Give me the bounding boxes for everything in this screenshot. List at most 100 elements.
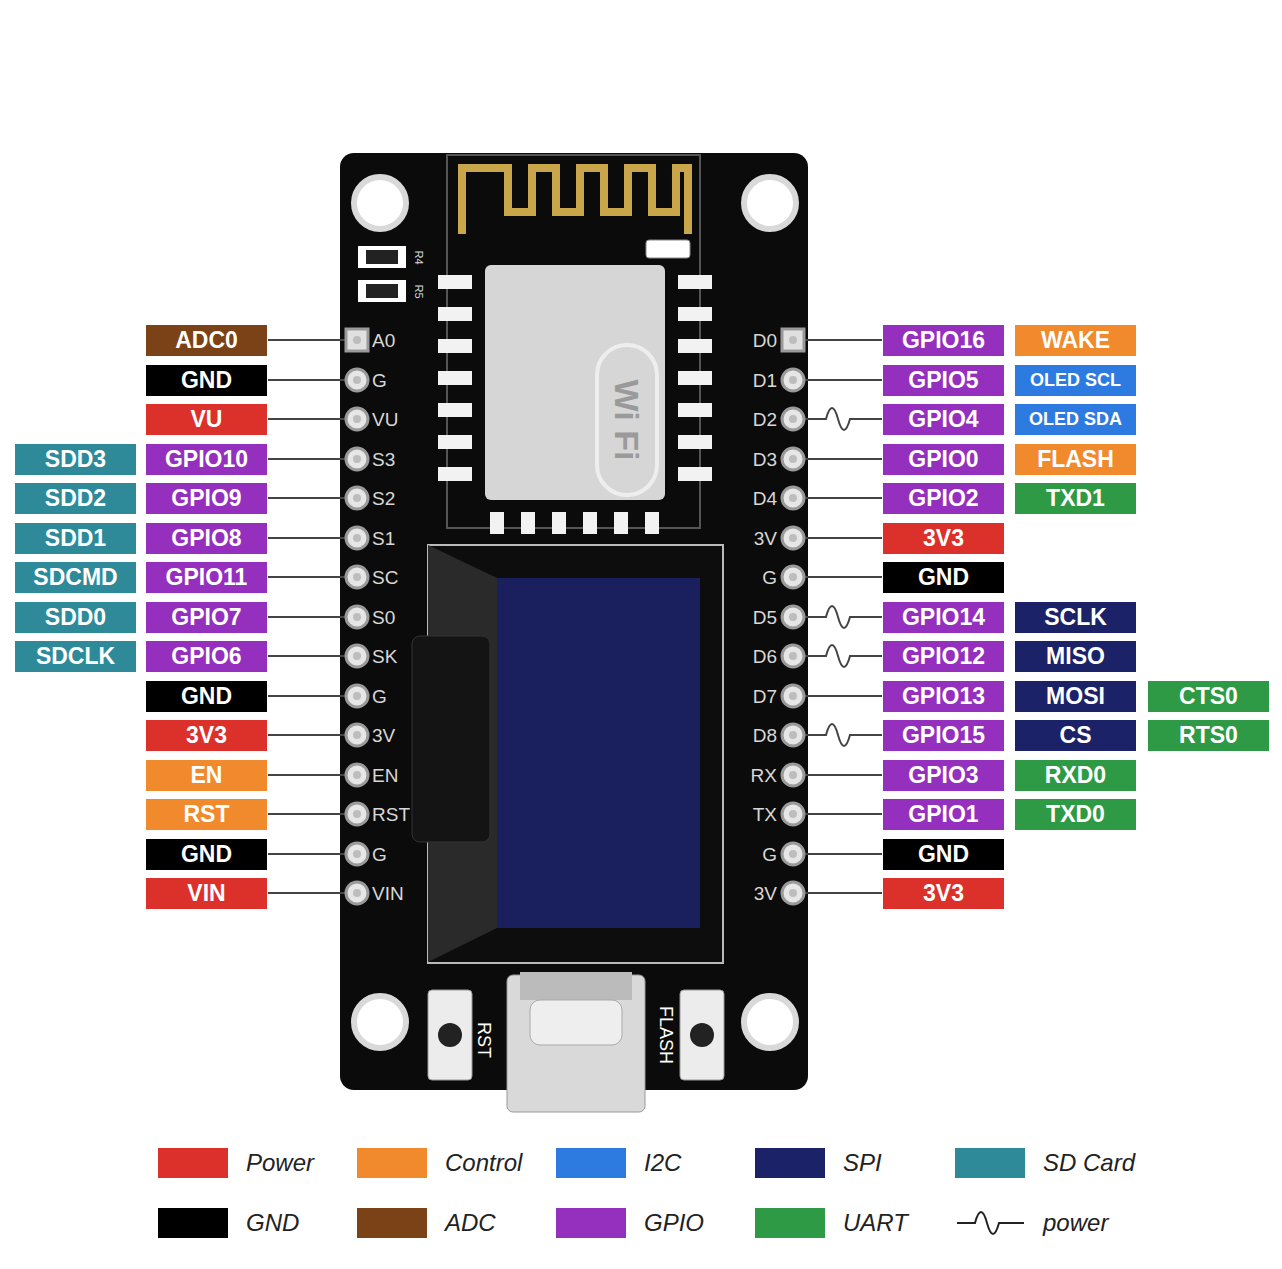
pin-name: D8 xyxy=(753,726,777,745)
silkscreen-text: RST xyxy=(475,1022,493,1058)
pin-hole xyxy=(789,415,797,423)
pcb-board xyxy=(340,153,808,1090)
pin-label-box: SDD3 xyxy=(15,444,136,475)
pin-label-box: GPIO3 xyxy=(883,760,1004,791)
pin-label-box: WAKE xyxy=(1015,325,1136,356)
pin-name: D3 xyxy=(753,450,777,469)
pin-name: G xyxy=(372,845,387,864)
leader-lines xyxy=(268,340,882,893)
pin-label-box: GPIO8 xyxy=(146,523,267,554)
legend-swatch xyxy=(755,1208,825,1238)
pin-label-box: SDD1 xyxy=(15,523,136,554)
pin-function-text: CTS0 xyxy=(1179,683,1238,710)
header-pin xyxy=(782,566,804,588)
header-pin xyxy=(782,606,804,628)
pin-label-box: FLASH xyxy=(1015,444,1136,475)
pin-function-text: GND xyxy=(918,841,969,868)
pin-name: S0 xyxy=(372,608,395,627)
header-pin xyxy=(782,803,804,825)
pin-name: D2 xyxy=(753,410,777,429)
pin-function-text: OLED SDA xyxy=(1029,409,1122,430)
header-pin xyxy=(782,408,804,430)
pin-label-box: GPIO14 xyxy=(883,602,1004,633)
pin-name: G xyxy=(372,371,387,390)
legend-text: ADC xyxy=(445,1211,496,1235)
pin-label-box: GND xyxy=(146,681,267,712)
header-pin xyxy=(346,606,368,628)
header-pins xyxy=(346,329,804,904)
pin-label-box: ADC0 xyxy=(146,325,267,356)
legend-swatch xyxy=(556,1148,626,1178)
legend-text: I2C xyxy=(644,1151,681,1175)
pin-label-box: MOSI xyxy=(1015,681,1136,712)
pin-hole xyxy=(353,494,361,502)
pin-label-box: GPIO9 xyxy=(146,483,267,514)
pin-label-box: GPIO11 xyxy=(146,562,267,593)
pin-hole xyxy=(353,731,361,739)
pin-hole xyxy=(353,850,361,858)
pin-label-box: GPIO12 xyxy=(883,641,1004,672)
header-pin xyxy=(346,566,368,588)
pin-hole xyxy=(789,494,797,502)
pin-function-text: 3V3 xyxy=(923,880,964,907)
pin-label-box: GPIO2 xyxy=(883,483,1004,514)
pin-name: D6 xyxy=(753,647,777,666)
header-pin xyxy=(782,882,804,904)
pin-hole xyxy=(353,692,361,700)
pin-function-text: 3V3 xyxy=(923,525,964,552)
pin-function-text: GND xyxy=(181,841,232,868)
resistor-symbol xyxy=(358,246,406,302)
header-pin xyxy=(346,329,368,351)
pin-label-box: GPIO4 xyxy=(883,404,1004,435)
pin-label-box: SDD2 xyxy=(15,483,136,514)
pin-name: SK xyxy=(372,647,397,666)
pin-hole xyxy=(789,652,797,660)
pin-function-text: FLASH xyxy=(1037,446,1114,473)
pin-label-box: GPIO7 xyxy=(146,602,267,633)
pin-function-text: GPIO12 xyxy=(902,643,985,670)
pin-hole xyxy=(789,613,797,621)
pin-function-text: SDCLK xyxy=(36,643,115,670)
pin-name: SC xyxy=(372,568,398,587)
pin-label-box: RXD0 xyxy=(1015,760,1136,791)
legend-swatch xyxy=(357,1148,427,1178)
pin-function-text: GPIO7 xyxy=(171,604,241,631)
silkscreen-text: R5 xyxy=(413,284,424,298)
pin-label-box: GPIO5 xyxy=(883,365,1004,396)
pin-function-text: GPIO10 xyxy=(165,446,248,473)
pin-name: RX xyxy=(751,766,777,785)
pin-name: G xyxy=(372,687,387,706)
legend-text: power xyxy=(1043,1211,1108,1235)
header-pin xyxy=(346,882,368,904)
usb-c-pins xyxy=(520,972,632,1000)
pin-function-text: GPIO0 xyxy=(908,446,978,473)
pin-function-text: RXD0 xyxy=(1045,762,1106,789)
pin-label-box: SDCLK xyxy=(15,641,136,672)
pin-function-text: SDD1 xyxy=(45,525,106,552)
oled-screen xyxy=(497,578,700,928)
pin-function-text: SDD2 xyxy=(45,485,106,512)
pin-hole xyxy=(789,573,797,581)
header-pin xyxy=(346,448,368,470)
pin-function-text: GPIO14 xyxy=(902,604,985,631)
legend-swatch xyxy=(158,1208,228,1238)
legend-text: GPIO xyxy=(644,1211,704,1235)
pin-name: 3V xyxy=(372,726,395,745)
pin-name: D4 xyxy=(753,489,777,508)
wifi-logo-outline xyxy=(597,345,657,495)
pin-name: D0 xyxy=(753,331,777,350)
pin-function-text: GPIO2 xyxy=(908,485,978,512)
pin-function-text: GPIO9 xyxy=(171,485,241,512)
pin-function-text: GPIO4 xyxy=(908,406,978,433)
pin-label-box: GND xyxy=(146,839,267,870)
pin-function-text: VIN xyxy=(187,880,225,907)
pin-function-text: GPIO8 xyxy=(171,525,241,552)
pin-hole xyxy=(353,534,361,542)
pin-label-box: GND xyxy=(146,365,267,396)
pin-name: S2 xyxy=(372,489,395,508)
push-buttons xyxy=(428,990,724,1080)
header-pin xyxy=(346,724,368,746)
module-shield xyxy=(485,265,665,500)
pin-label-box: VIN xyxy=(146,878,267,909)
pin-function-text: CS xyxy=(1060,722,1092,749)
